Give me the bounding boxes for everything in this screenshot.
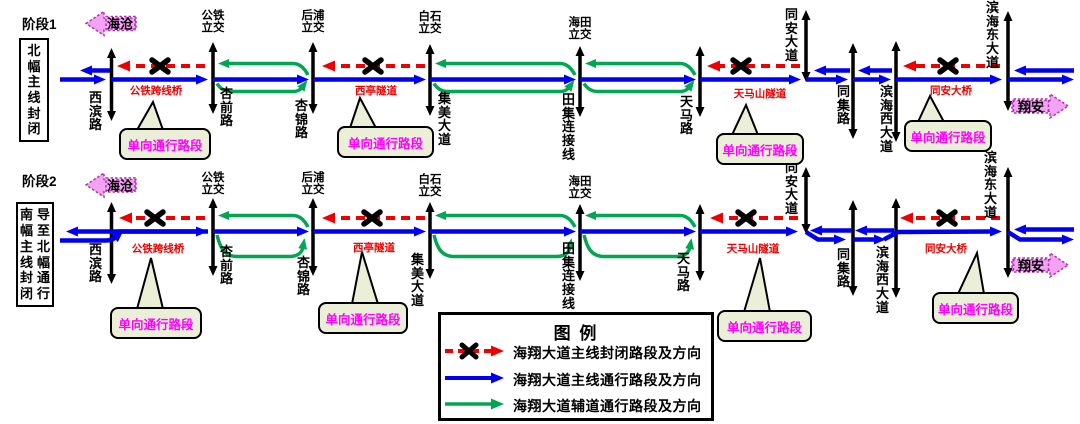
junction-label-houpu-s2: 后浦立交 <box>301 172 325 196</box>
segment-label-tongan-bridge-s1: 同安大桥 <box>930 85 972 97</box>
segment-label-gongtie-bridge-s1: 公铁跨线桥 <box>129 85 183 97</box>
segment-label-gongtie-bridge-s2: 公铁跨线桥 <box>131 243 185 255</box>
haicang-frame-stage2 <box>105 177 136 193</box>
road-label-tongan-dadao-s2: 同安大道 <box>784 160 798 216</box>
legend-closed-x <box>459 342 479 360</box>
junction-label-haitian-s1: 海田立交 <box>568 17 592 41</box>
endpoint-haicang-stage1: 海沧 <box>106 16 134 32</box>
stage2-title: 阶段2 <box>22 174 57 189</box>
callout-oneway-s1-1: 单向通行路段 <box>119 128 211 160</box>
road-label-xingjin-s1: 杏锦路 <box>294 98 308 141</box>
junction-label-houpu-s1: 后浦立交 <box>301 10 325 34</box>
segment-label-tongan-bridge-s2: 同安大桥 <box>925 243 967 255</box>
stage1-title: 阶段1 <box>22 17 57 32</box>
xiangan-frame-stage2 <box>1012 257 1050 273</box>
stage1-aux-roads <box>215 59 697 94</box>
stage1-junction-arrows <box>107 10 1013 142</box>
stage2-note-box: 南幅主线封闭 导至北幅通行 <box>16 202 54 307</box>
stage2-junction-arrows <box>107 167 1013 298</box>
stage1-note-box: 北幅主线封闭 <box>19 38 49 142</box>
callout-oneway-s1-4: 单向通行路段 <box>904 120 992 152</box>
callout-oneway-s2-4: 单向通行路段 <box>932 292 1019 324</box>
stage2-note-text-left: 南幅主线封闭 <box>19 207 33 301</box>
road-label-tongji-s2: 同集路 <box>836 247 850 290</box>
segment-label-tianmashan-tunnel-s1: 天马山隧道 <box>733 88 787 100</box>
road-label-tongji-s1: 同集路 <box>836 84 850 127</box>
callout-oneway-s2-3: 单向通行路段 <box>717 310 812 342</box>
endpoint-haicang-stage2: 海沧 <box>106 178 134 194</box>
road-label-xibin-s1: 西滨路 <box>88 90 102 133</box>
endpoint-xiangan-stage2: 翔安 <box>1017 258 1045 274</box>
endpoint-arrows <box>84 10 1070 279</box>
haicang-arrow-stage1 <box>84 10 137 37</box>
junction-label-haitian-s2: 海田立交 <box>568 176 592 200</box>
stage2-closed-x-marks <box>144 209 958 227</box>
road-label-tongan-dadao-s1: 同安大道 <box>784 7 798 63</box>
legend-box: 图 例 海翔大道主线封闭路段及方向 海翔大道主线通行路段及方向 海翔大道辅道通行… <box>438 312 714 421</box>
road-label-tianji-s2: 田集连接线 <box>561 241 575 311</box>
road-label-tianma-s1: 天马路 <box>679 94 693 137</box>
segment-label-xiting-tunnel-s1: 西亭隧道 <box>355 85 397 97</box>
junction-label-gongtie-s2: 公铁立交 <box>201 172 225 196</box>
legend-symbols <box>445 342 504 410</box>
road-label-jimei-s2: 集美大道 <box>410 252 424 308</box>
road-label-xibin-s2: 西滨路 <box>88 242 102 285</box>
stage1-note-text: 北幅主线封闭 <box>27 42 41 137</box>
haicang-frame-stage1 <box>105 15 136 32</box>
legend-item-closed: 海翔大道主线封闭路段及方向 <box>513 345 702 361</box>
endpoint-xiangan-stage1: 翔安 <box>1017 99 1045 115</box>
stage1-closed-x-marks <box>149 57 959 75</box>
xiangan-arrow-stage1 <box>1011 92 1070 120</box>
stage1-main-open-lines <box>60 65 1074 85</box>
legend-item-aux: 海翔大道辅道通行路段及方向 <box>513 398 702 414</box>
road-label-binhai-west-s1: 滨海西大道 <box>879 84 893 154</box>
xiangan-arrow-stage2 <box>1011 251 1070 279</box>
stage2-note-text-right: 导至北幅通行 <box>36 207 50 301</box>
road-label-tianma-s2: 天马路 <box>676 251 690 294</box>
segment-label-tianmashan-tunnel-s2: 天马山隧道 <box>726 243 780 255</box>
road-label-xingqian-s2: 杏前路 <box>219 244 233 287</box>
road-label-binhai-east-s2: 滨海东大道 <box>983 150 997 220</box>
haicang-arrow-stage2 <box>84 171 137 199</box>
stage2-main-open-lines <box>60 224 1074 245</box>
road-label-tianji-s1: 田集连接线 <box>561 92 575 162</box>
junction-label-baishi-s1: 白石立交 <box>418 11 442 35</box>
callout-oneway-s2-1: 单向通行路段 <box>110 307 202 339</box>
xiangan-frame-stage1 <box>1012 98 1050 114</box>
road-label-xingjin-s2: 杏锦路 <box>296 255 310 298</box>
callout-oneway-s1-2: 单向通行路段 <box>337 126 434 158</box>
legend-title: 图 例 <box>553 324 599 343</box>
legend-item-main: 海翔大道主线通行路段及方向 <box>513 372 702 388</box>
road-label-xingqian-s1: 杏前路 <box>219 86 233 129</box>
road-label-binhai-east-s1: 滨海东大道 <box>985 0 999 70</box>
segment-label-xiting-tunnel-s2: 西亭隧道 <box>353 242 395 254</box>
callout-oneway-s1-3: 单向通行路段 <box>716 133 804 165</box>
road-label-jimei-s1: 集美大道 <box>437 91 451 147</box>
junction-label-baishi-s2: 白石立交 <box>418 174 442 198</box>
road-label-binhai-west-s2: 滨海西大道 <box>875 245 889 315</box>
junction-label-gongtie-s1: 公铁立交 <box>201 10 225 34</box>
callout-oneway-s2-2: 单向通行路段 <box>318 302 408 334</box>
stage2-aux-roads <box>215 211 697 259</box>
